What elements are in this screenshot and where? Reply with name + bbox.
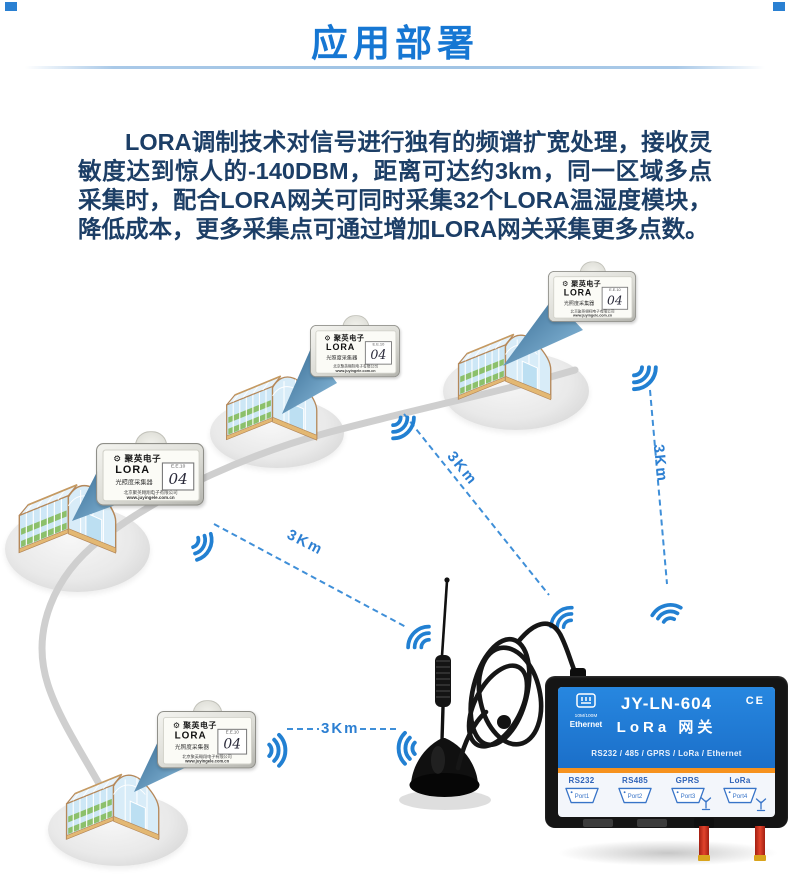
module-type: 光照度采集器 bbox=[174, 743, 210, 751]
sma-connector bbox=[754, 826, 766, 861]
module-card: ⚙ 聚英电子 LORA 光照度采集器 E.E.10 04 北京聚英翱翔电子有限公… bbox=[548, 271, 636, 323]
model-code: E.E.10 bbox=[170, 463, 186, 469]
gear-icon: ⚙ bbox=[172, 720, 181, 730]
module-type: 光照度采集器 bbox=[115, 478, 153, 486]
module-name: LORA bbox=[174, 730, 207, 742]
sensor-module: ⚙ 聚英电子 LORA 光照度采集器 E.E.10 04 北京聚英翱翔电子有限公… bbox=[96, 431, 204, 506]
gear-icon: ⚙ bbox=[324, 334, 332, 343]
company-name: 北京聚英翱翔电子有限公司 bbox=[570, 309, 615, 314]
port-name: Port2 bbox=[627, 792, 643, 800]
website: www.juyingele.com.cn bbox=[185, 758, 230, 764]
ethernet-label: Ethernet bbox=[569, 720, 603, 729]
antenna-cable bbox=[455, 621, 578, 771]
gateway-shadow bbox=[557, 840, 779, 866]
company-name: 北京聚英翱翔电子有限公司 bbox=[182, 754, 233, 759]
module-card: ⚙ 聚英电子 LORA 光照度采集器 E.E.10 04 北京聚英翱翔电子有限公… bbox=[157, 711, 256, 769]
model-code: E.E.10 bbox=[609, 287, 621, 293]
port-bus-label: RS232 bbox=[568, 776, 595, 785]
brand-text: 聚英电子 bbox=[183, 720, 217, 730]
gear-icon: ⚙ bbox=[113, 453, 122, 464]
model-number: 04 bbox=[223, 736, 242, 753]
gateway-model: JY-LN-604 bbox=[620, 694, 713, 713]
port-group-rs485: RS485 Port2 bbox=[613, 776, 657, 804]
model-box: E.E.10 04 bbox=[601, 286, 629, 310]
antenna-port-icon bbox=[755, 798, 767, 812]
brand-text: 聚英电子 bbox=[333, 334, 365, 343]
model-box: E.E.10 04 bbox=[161, 462, 195, 491]
module-card: ⚙ 聚英电子 LORA 光照度采集器 E.E.10 04 北京聚英翱翔电子有限公… bbox=[96, 443, 204, 506]
lora-gateway: 10M/100M Ethernet JY-LN-604 LoRa 网关 CE R… bbox=[545, 668, 788, 868]
ethernet-speed: 10M/100M bbox=[574, 713, 598, 719]
ethernet-icon bbox=[576, 693, 596, 708]
module-card: ⚙ 聚英电子 LORA 光照度采集器 E.E.10 04 北京聚英翱翔电子有限公… bbox=[310, 325, 400, 378]
port-group-lora: LoRa Port4 bbox=[718, 776, 762, 804]
title-divider bbox=[25, 66, 765, 69]
gear-icon: ⚙ bbox=[562, 279, 569, 288]
model-box: E.E.10 04 bbox=[217, 728, 248, 755]
module-label: ⚙ 聚英电子 LORA 光照度采集器 E.E.10 04 北京聚英翱翔电子有限公… bbox=[315, 330, 397, 374]
module-type: 光照度采集器 bbox=[326, 354, 358, 361]
sma-connector bbox=[698, 826, 710, 861]
model-number: 04 bbox=[607, 293, 623, 308]
module-label: ⚙ 聚英电子 LORA 光照度采集器 E.E.10 04 北京聚英翱翔电子有限公… bbox=[553, 276, 633, 319]
port-name: Port1 bbox=[574, 792, 589, 800]
company-name: 北京聚英翱翔电子有限公司 bbox=[124, 490, 179, 496]
module-label: ⚙ 聚英电子 LORA 光照度采集器 E.E.10 04 北京聚英翱翔电子有限公… bbox=[102, 449, 200, 502]
port-bus-label: LoRa bbox=[729, 776, 751, 785]
sma-nut bbox=[694, 818, 714, 828]
sma-nut bbox=[750, 818, 770, 828]
gateway-faceplate: 10M/100M Ethernet JY-LN-604 LoRa 网关 CE R… bbox=[558, 687, 775, 768]
port-bus-label: GPRS bbox=[675, 776, 700, 785]
sensor-module: ⚙ 聚英电子 LORA 光照度采集器 E.E.10 04 北京聚英翱翔电子有限公… bbox=[157, 700, 256, 769]
model-code: E.E.10 bbox=[372, 342, 385, 347]
website: www.juyingele.com.cn bbox=[127, 494, 176, 500]
brand-text: 聚英电子 bbox=[124, 453, 162, 464]
corner-accent-left bbox=[5, 2, 17, 11]
module-name: LORA bbox=[326, 343, 356, 353]
intro-paragraph: LORA调制技术对信号进行独有的频谱扩宽处理，接收灵敏度达到惊人的-140DBM… bbox=[78, 128, 712, 242]
gateway-panel: 10M/100M Ethernet JY-LN-604 LoRa 网关 CE R… bbox=[558, 687, 775, 817]
bottom-connector bbox=[637, 819, 667, 827]
gateway-title: LoRa 网关 bbox=[616, 719, 717, 736]
port-name: Port4 bbox=[732, 792, 748, 800]
ce-mark: CE bbox=[745, 695, 765, 707]
antenna-port-icon bbox=[700, 797, 712, 811]
page-title: 应用部署 bbox=[311, 23, 479, 64]
brand-text: 聚英电子 bbox=[571, 279, 602, 288]
port-group-rs232: RS232 Port1 bbox=[560, 776, 604, 804]
port-bus-label: RS485 bbox=[622, 776, 648, 785]
sensor-module: ⚙ 聚英电子 LORA 光照度采集器 E.E.10 04 北京聚英翱翔电子有限公… bbox=[310, 315, 400, 378]
model-box: E.E.10 04 bbox=[364, 341, 392, 365]
road-curve bbox=[38, 366, 579, 804]
module-name: LORA bbox=[115, 464, 151, 477]
website: www.juyingele.com.cn bbox=[573, 313, 613, 318]
port-name: Port3 bbox=[680, 792, 695, 800]
gateway-interfaces: RS232 / 485 / GPRS / LoRa / Ethernet bbox=[591, 749, 742, 758]
website: www.juyingele.com.cn bbox=[335, 368, 376, 373]
module-type: 光照度采集器 bbox=[563, 300, 595, 306]
company-name: 北京聚英翱翔电子有限公司 bbox=[333, 364, 379, 369]
model-code: E.E.10 bbox=[225, 729, 239, 735]
orange-stripe bbox=[558, 768, 775, 773]
model-number: 04 bbox=[168, 471, 188, 489]
corner-accent-right bbox=[773, 2, 785, 11]
module-label: ⚙ 聚英电子 LORA 光照度采集器 E.E.10 04 北京聚英翱翔电子有限公… bbox=[162, 716, 253, 765]
wifi-signal-icon bbox=[261, 727, 307, 773]
module-name: LORA bbox=[563, 288, 593, 299]
sensor-module: ⚙ 聚英电子 LORA 光照度采集器 E.E.10 04 北京聚英翱翔电子有限公… bbox=[548, 261, 636, 323]
whip-antenna bbox=[399, 577, 578, 810]
model-number: 04 bbox=[370, 348, 387, 363]
dashed-links bbox=[213, 389, 668, 730]
port-group-gprs: GPRS Port3 bbox=[666, 776, 710, 804]
distance-label: 3Km bbox=[321, 720, 360, 737]
bottom-connector bbox=[583, 819, 613, 827]
